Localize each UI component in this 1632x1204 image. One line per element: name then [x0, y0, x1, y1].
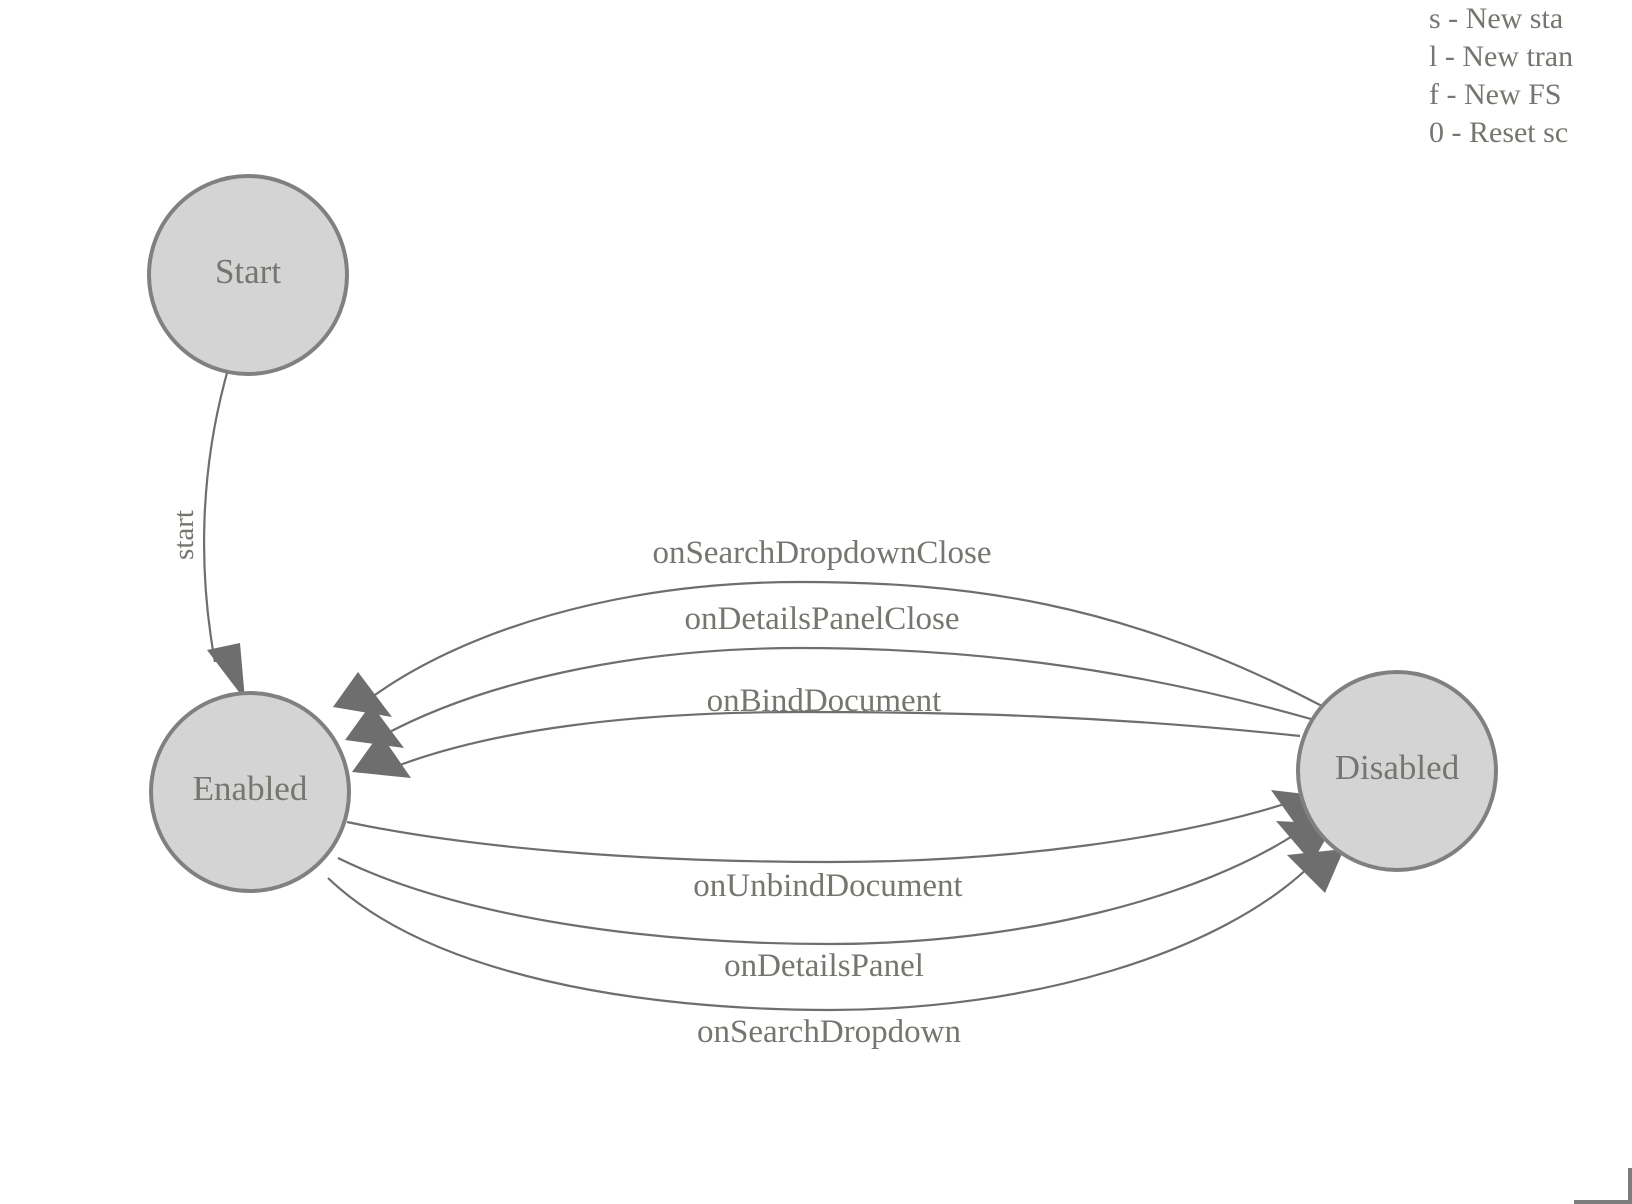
state-enabled-circle[interactable]: [149, 691, 351, 893]
state-node-disabled[interactable]: Disabled: [1296, 670, 1498, 872]
help-line-new-fsm: f - New FS: [1429, 78, 1562, 111]
transition-ondetailspanelclose-arrowhead: [345, 704, 404, 748]
transition-onunbinddocument[interactable]: [346, 790, 1330, 864]
transition-onsearchdropdown-arrowhead: [1287, 849, 1344, 893]
transition-label-ondetailspanelclose: onDetailsPanelClose: [685, 601, 960, 637]
transition-label-onsearchdropdown: onSearchDropdown: [697, 1014, 961, 1050]
state-enabled-label: Enabled: [193, 769, 308, 808]
state-disabled-circle[interactable]: [1296, 670, 1498, 872]
transition-onsearchdropdown[interactable]: [327, 849, 1344, 1012]
state-start-circle[interactable]: [147, 174, 349, 376]
transition-label-onunbinddocument: onUnbindDocument: [693, 868, 962, 904]
help-legend: s - New sta l - New tran f - New FS 0 - …: [1429, 0, 1632, 152]
resize-corner-bracket[interactable]: [1574, 1168, 1632, 1204]
corner-bracket-horizontal: [1574, 1200, 1632, 1204]
transition-ondetailspanel-path: [337, 830, 1301, 946]
transition-ondetailspanelclose[interactable]: [345, 646, 1312, 748]
state-start-label: Start: [215, 252, 281, 291]
transition-onbinddocument-arrowhead: [352, 733, 411, 778]
state-node-start[interactable]: Start: [147, 174, 349, 376]
corner-bracket-vertical: [1628, 1168, 1632, 1204]
state-disabled-label: Disabled: [1335, 748, 1460, 787]
transition-start-arrowhead: [207, 643, 245, 700]
transition-onbinddocument-path: [391, 710, 1301, 770]
transition-label-onbinddocument: onBindDocument: [707, 683, 942, 719]
transition-start-path: [203, 372, 229, 663]
help-line-new-transition: l - New tran: [1429, 40, 1574, 73]
transition-onsearchdropdown-path: [327, 863, 1313, 1012]
help-line-reset-scene: 0 - Reset sc: [1429, 116, 1569, 149]
help-line-new-state: s - New sta: [1429, 2, 1564, 35]
transition-onsearchdropdownclose-arrowhead: [333, 672, 392, 717]
transition-start[interactable]: [203, 372, 245, 700]
transition-label-ondetailspanel: onDetailsPanel: [724, 948, 924, 984]
transition-label-start: start: [168, 510, 200, 560]
transition-onsearchdropdownclose[interactable]: [333, 580, 1323, 717]
transition-ondetailspanelclose-path: [381, 646, 1312, 737]
transition-label-onsearchdropdownclose: onSearchDropdownClose: [652, 535, 991, 571]
transition-onbinddocument[interactable]: [352, 710, 1301, 778]
state-node-enabled[interactable]: Enabled: [149, 691, 351, 893]
transition-onsearchdropdownclose-path: [363, 580, 1323, 707]
transition-onunbinddocument-path: [346, 799, 1295, 864]
